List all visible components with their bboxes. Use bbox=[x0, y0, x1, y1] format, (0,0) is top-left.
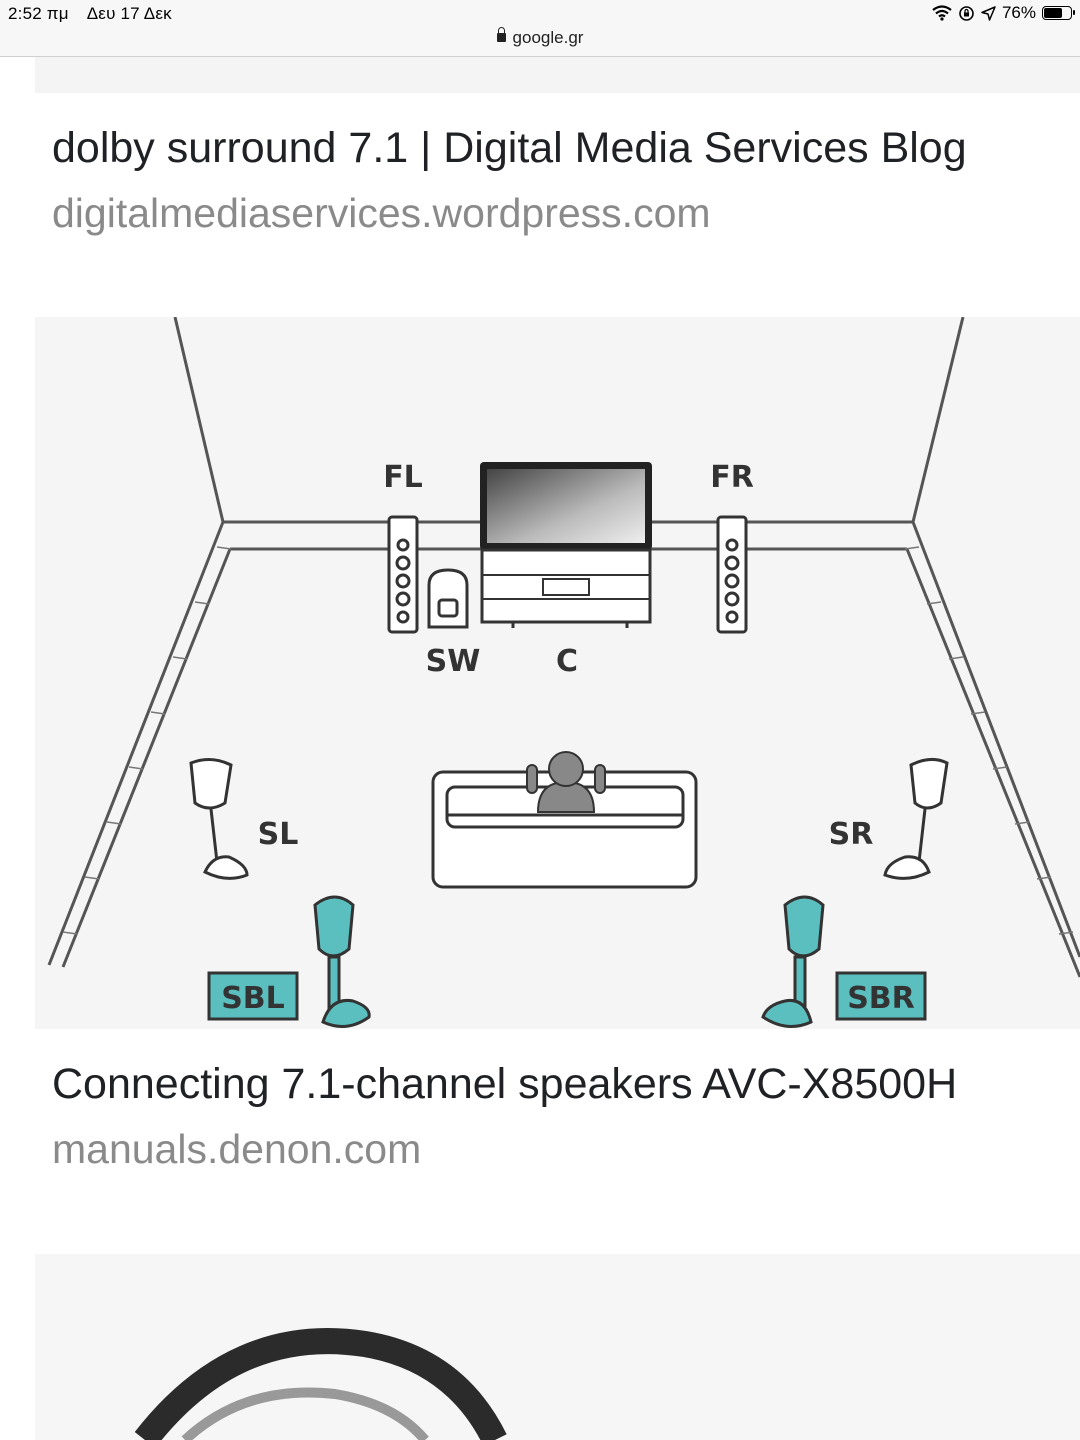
wifi-icon bbox=[932, 5, 952, 21]
lock-icon bbox=[496, 27, 506, 42]
label-fl: FL bbox=[383, 460, 423, 495]
status-right: 76% bbox=[932, 3, 1075, 23]
result-title-link[interactable]: Connecting 7.1-channel speakers AVC-X850… bbox=[52, 1060, 958, 1108]
label-sw: SW bbox=[426, 644, 481, 679]
status-date: Δευ 17 Δεκ bbox=[86, 4, 172, 23]
result-site: manuals.denon.com bbox=[52, 1126, 422, 1172]
status-bar: 2:52 πμ Δευ 17 Δεκ 76% google.gr bbox=[0, 0, 1080, 57]
battery-percent: 76% bbox=[1001, 3, 1036, 22]
headphones-image bbox=[134, 1328, 507, 1440]
result-thumbnail-partial[interactable] bbox=[35, 57, 1080, 93]
speaker-layout-diagram: FL FR SW C SL SR SBL SBR bbox=[47, 317, 1080, 1028]
label-fr: FR bbox=[710, 460, 754, 495]
result-title-link[interactable]: dolby surround 7.1 | Digital Media Servi… bbox=[52, 124, 967, 172]
result-site: digitalmediaservices.wordpress.com bbox=[52, 190, 711, 236]
battery-icon bbox=[1042, 6, 1075, 20]
label-sbr: SBR bbox=[847, 981, 915, 1016]
address-domain: google.gr bbox=[512, 28, 584, 47]
label-sr: SR bbox=[829, 817, 874, 852]
battery-fill bbox=[1044, 8, 1062, 18]
label-sl: SL bbox=[258, 817, 299, 852]
address-bar[interactable]: google.gr bbox=[0, 27, 1080, 48]
label-c: C bbox=[556, 644, 578, 679]
location-icon bbox=[981, 5, 996, 21]
orientation-lock-icon bbox=[959, 5, 974, 21]
status-left: 2:52 πμ Δευ 17 Δεκ bbox=[8, 4, 186, 24]
result-image-partial[interactable] bbox=[35, 1254, 1080, 1440]
result-image[interactable]: FL FR SW C SL SR SBL SBR bbox=[35, 317, 1080, 1029]
label-sbl: SBL bbox=[221, 981, 285, 1016]
status-time: 2:52 πμ bbox=[8, 4, 69, 23]
